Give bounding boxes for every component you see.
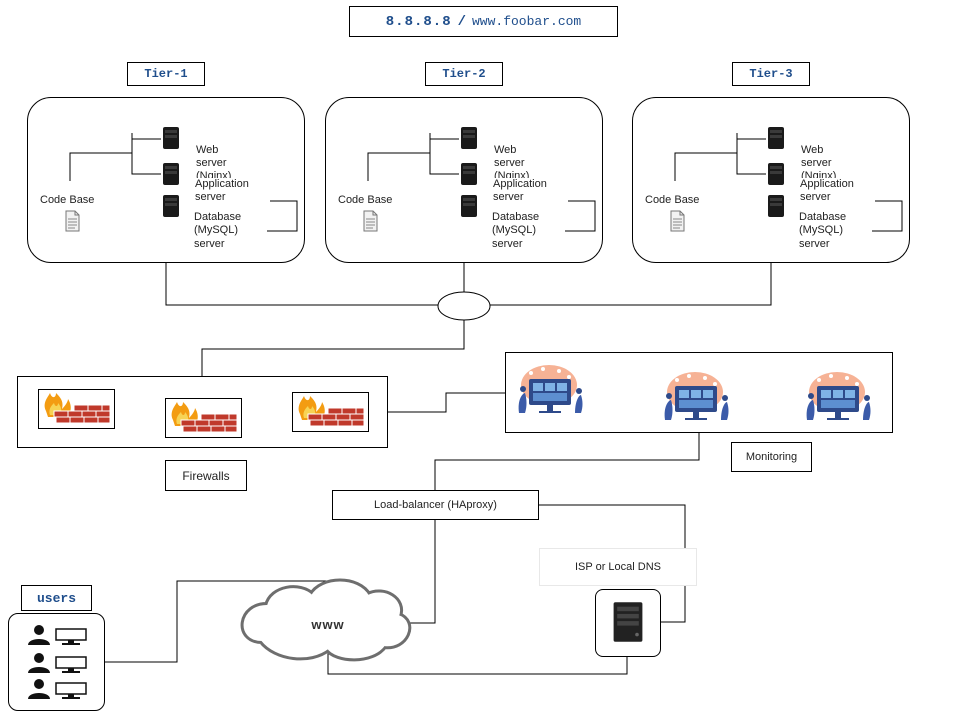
db-server-label-2: (MySQL) [194, 224, 238, 236]
monitoring-to-lb-line [434, 432, 700, 490]
tier-3-box: Code Base Web server (Nginx)Application s… [632, 97, 910, 263]
tier1-to-hub-line [165, 263, 438, 306]
dns-server-box [595, 589, 661, 657]
header-ip: 8.8.8.8 [385, 13, 452, 30]
internet-cloud [240, 578, 412, 662]
app-server-icon [767, 163, 785, 185]
user-workstation-icon [27, 652, 89, 674]
db-server-label-1: Database [194, 211, 242, 223]
db-server-label-3: server [799, 238, 830, 250]
document-icon [362, 210, 378, 232]
cloud-label: www [311, 617, 345, 632]
db-server-icon [162, 195, 180, 217]
user-workstation-icon [27, 678, 89, 700]
app-server-label: Application server [195, 178, 249, 203]
code-base-label: Code Base [40, 194, 95, 206]
tier-1-label: Tier-1 [127, 62, 205, 86]
document-icon [669, 210, 685, 232]
app-server-icon [162, 163, 180, 185]
monitoring-dashboard-illustration-2 [655, 370, 735, 422]
users-label: users [21, 585, 92, 611]
monitoring-dashboard-illustration-1 [509, 363, 589, 415]
tier3-to-hub-line [490, 263, 772, 306]
app-server-label: Application server [493, 178, 547, 203]
tier-wiring [367, 133, 596, 232]
db-server-label-3: server [194, 238, 225, 250]
firewalls-to-monitoring-line [388, 392, 505, 413]
tier-wiring [674, 133, 903, 232]
app-server-icon [460, 163, 478, 185]
monitoring-label: Monitoring [731, 442, 812, 472]
firewall-icon-3 [292, 392, 369, 432]
lb-to-cloud-line [407, 520, 436, 624]
tier-2-box: Code Base Web server (Nginx)Application s… [325, 97, 603, 263]
tier-1-box: Code Base Web server (Nginx)Application s… [27, 97, 305, 263]
monitoring-dashboard-illustration-3 [797, 370, 877, 422]
firewalls-label: Firewalls [165, 460, 247, 491]
hub-to-firewalls-line [201, 319, 465, 376]
web-server-label: Web server (Nginx) [801, 144, 837, 178]
network-hub [437, 291, 491, 321]
header-domain: www.foobar.com [472, 14, 582, 29]
domain-header-box: 8.8.8.8 / www.foobar.com [349, 6, 618, 37]
web-server-icon [162, 127, 180, 149]
web-server-icon [767, 127, 785, 149]
db-server-label-2: (MySQL) [492, 224, 536, 236]
db-server-label-1: Database [492, 211, 540, 223]
firewall-icon-1 [38, 389, 115, 429]
web-server-label: Web server (Nginx) [494, 144, 530, 178]
web-server-label: Web server (Nginx) [196, 144, 232, 178]
code-base-label: Code Base [338, 194, 393, 206]
web-server-icon [460, 127, 478, 149]
dns-label: ISP or Local DNS [539, 548, 697, 586]
users-box [8, 613, 105, 711]
document-icon [64, 210, 80, 232]
tier-2-label: Tier-2 [425, 62, 503, 86]
user-workstation-icon [27, 624, 89, 646]
db-server-icon [460, 195, 478, 217]
header-separator: / [457, 13, 466, 30]
tier-3-label: Tier-3 [732, 62, 810, 86]
db-server-label-3: server [492, 238, 523, 250]
load-balancer-box: Load-balancer (HAproxy) [332, 490, 539, 520]
code-base-label: Code Base [645, 194, 700, 206]
firewall-icon-2 [165, 398, 242, 438]
db-server-label-1: Database [799, 211, 847, 223]
tier-wiring [69, 133, 298, 232]
cloud-to-dns-line [327, 652, 628, 675]
db-server-icon [767, 195, 785, 217]
db-server-label-2: (MySQL) [799, 224, 843, 236]
server-rack-icon [613, 602, 643, 642]
app-server-label: Application server [800, 178, 854, 203]
